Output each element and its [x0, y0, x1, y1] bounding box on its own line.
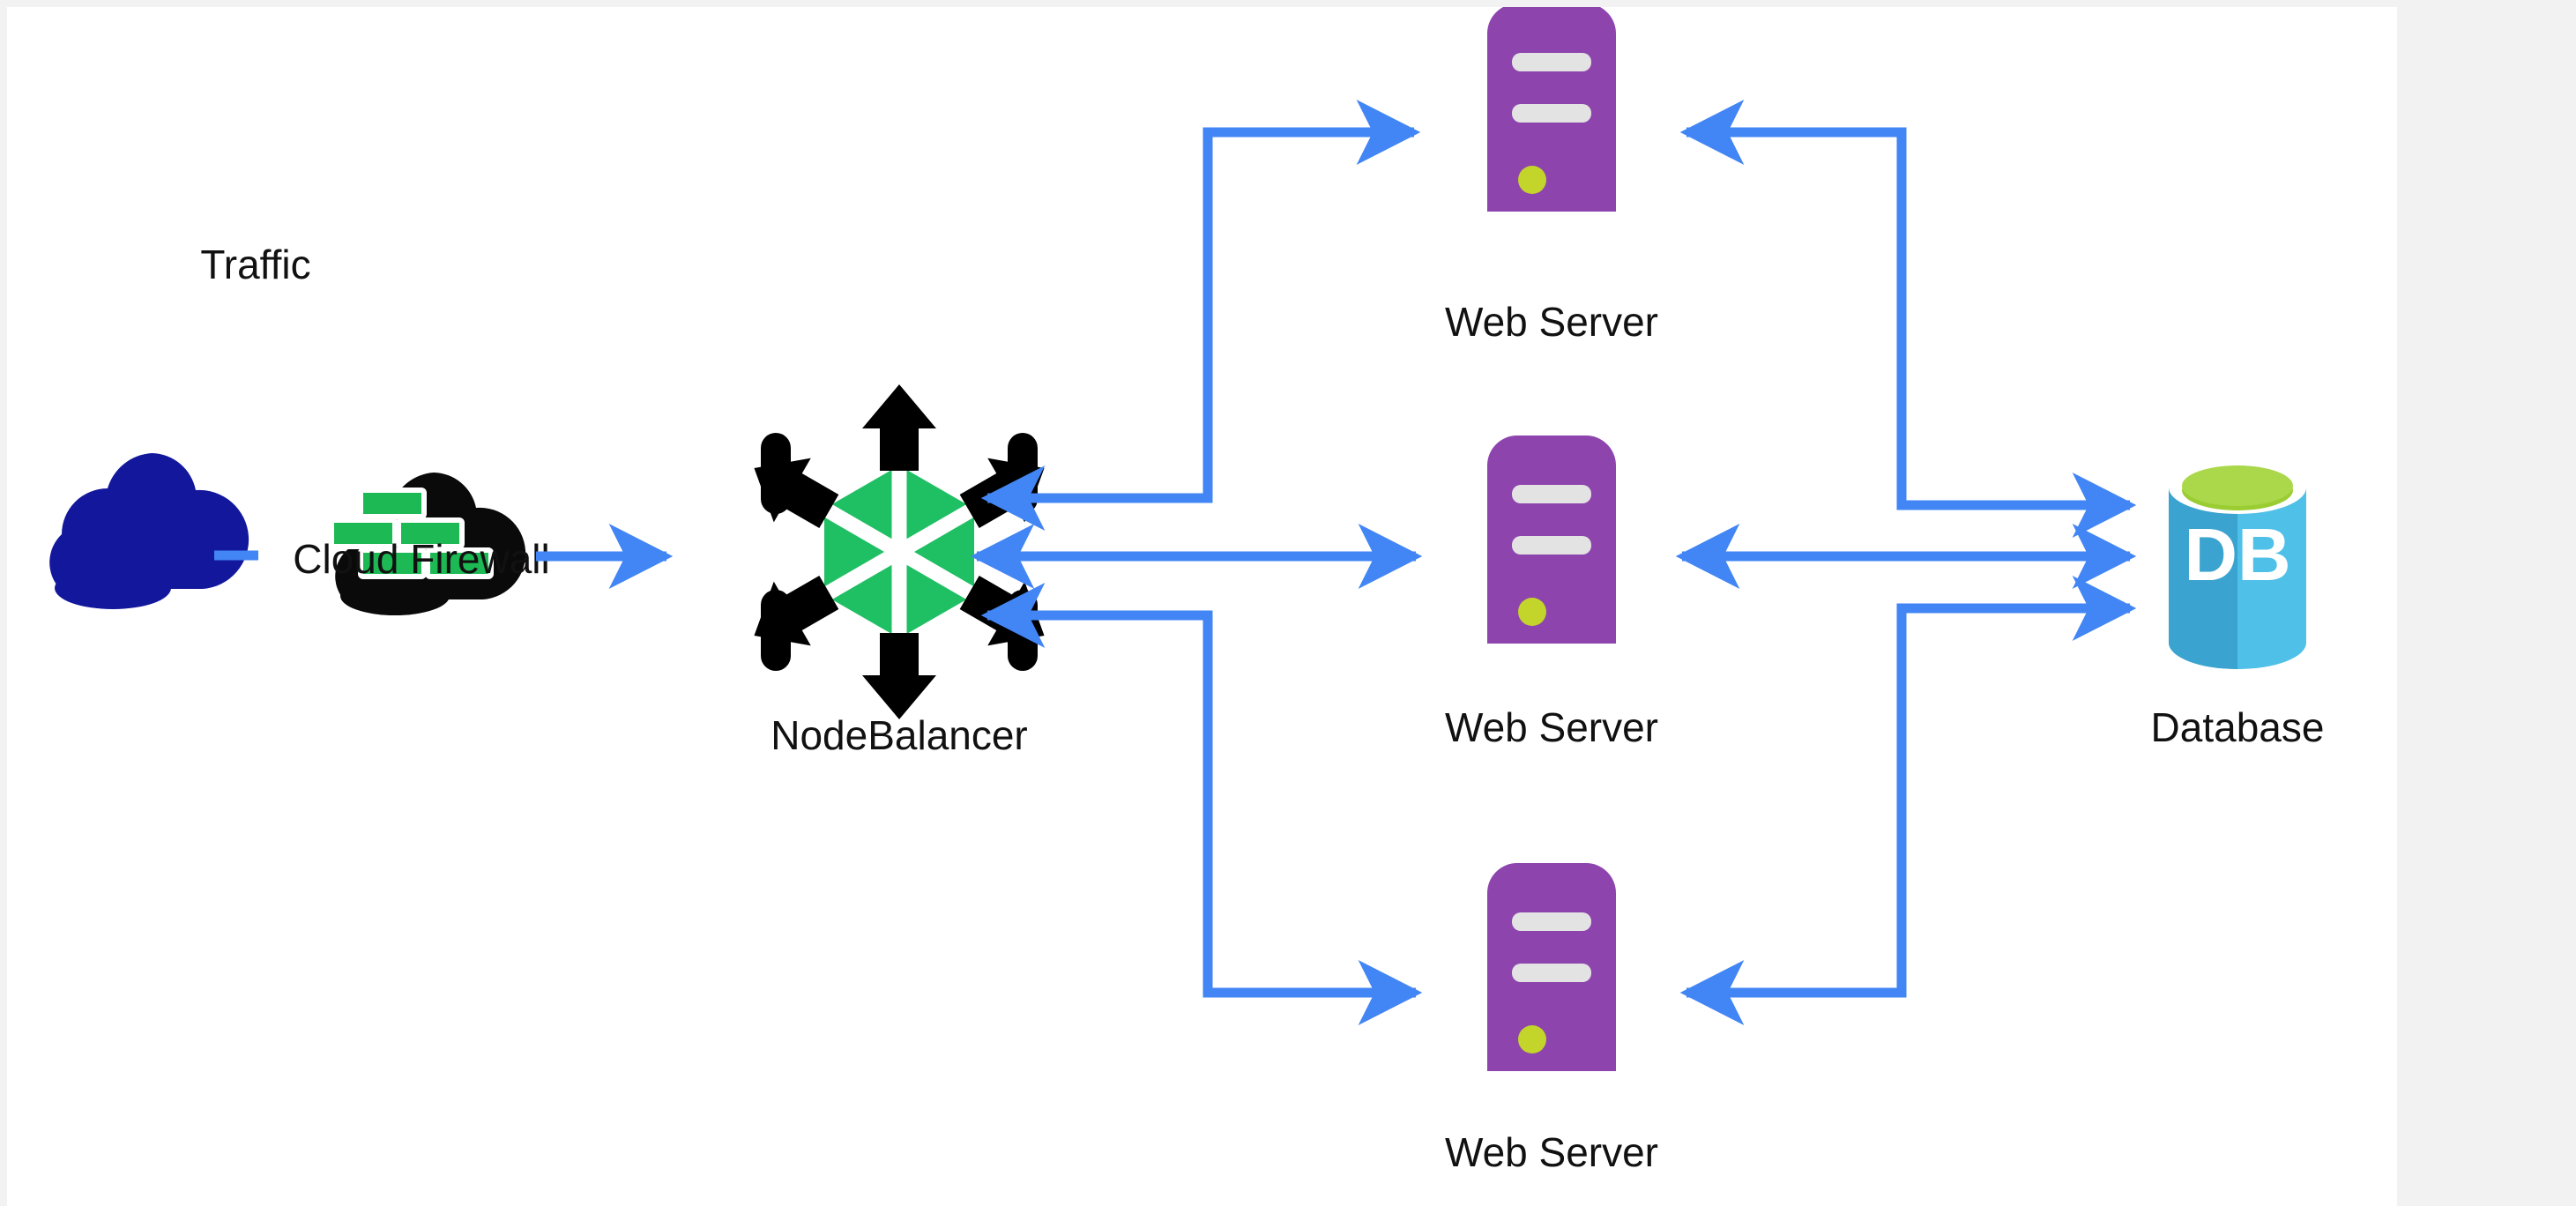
web-server-icon [1487, 863, 1616, 1071]
cloud-firewall-label: Cloud Firewall [293, 536, 549, 582]
traffic-label: Traffic [200, 242, 310, 287]
web-server-top-caption: Web Server [1445, 299, 1658, 345]
db-to-bottom-server-arrow [1679, 608, 1907, 1025]
web-server-bottom-caption: Web Server [1445, 1129, 1658, 1175]
nb-to-top-server-arrow [1202, 100, 1421, 498]
web-server-middle-caption: Web Server [1445, 704, 1658, 750]
db-badge-text: DB [2184, 513, 2290, 596]
web-server-icon [1487, 7, 1616, 212]
bottom-server-to-db-arrow [1896, 576, 2137, 993]
architecture-diagram: Cloud Firewall Traffic [49, 7, 2325, 1175]
nb-to-bottom-server-arrow [1202, 615, 1423, 1025]
web-server-icon [1487, 436, 1616, 644]
top-server-to-nb-arrow [980, 132, 1213, 531]
database-icon: DB [2169, 461, 2306, 669]
firewall-bricks [329, 488, 494, 579]
cloud-firewall-icon [329, 473, 526, 615]
database-label: Database [2151, 704, 2325, 750]
bottom-server-to-nb-arrow [980, 583, 1213, 993]
diagram-canvas: Cloud Firewall Traffic [7, 7, 2397, 1206]
db-to-top-server-arrow [1679, 100, 1907, 505]
internet-cloud-icon [49, 453, 249, 609]
nodebalancer-label: NodeBalancer [771, 712, 1028, 758]
top-server-to-db-arrow [1896, 132, 2137, 538]
